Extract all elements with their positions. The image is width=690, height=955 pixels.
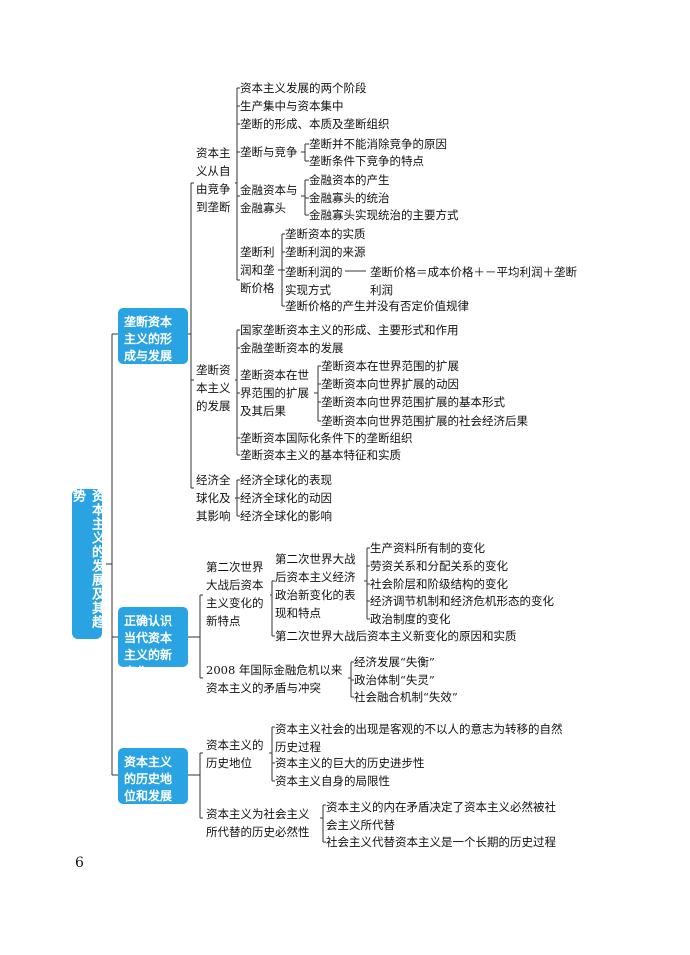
node-item: 垄断价格的产生并没有否定价值规律: [285, 299, 469, 313]
node-item: 垄断利润的实现方式: [285, 265, 343, 297]
group-label-historical-status-line2: 历史地位: [206, 756, 252, 770]
node-item: 经济调节机制和经济危机形态的变化: [370, 594, 554, 608]
node-item: 生产集中与资本集中: [240, 99, 344, 113]
group-label-free-competition-line2: 义从自: [196, 164, 231, 178]
node-item: 资本主义发展的两个阶段: [240, 81, 367, 95]
node-item: 金融资本的产生: [309, 173, 390, 187]
node-item: 垄断资本主义的基本特征和实质: [240, 448, 401, 462]
node-item: 金融垄断资本的发展: [240, 341, 344, 355]
group-label-free-competition-line1: 资本主: [196, 146, 231, 160]
group-label-inevitability-line1: 资本主义为社会主义: [206, 807, 310, 821]
group-label-postwar-line3: 主义变化的: [206, 596, 264, 610]
node-item: 政治体制“失灵”: [354, 673, 435, 687]
node-item: 生产资料所有制的变化: [370, 541, 485, 555]
group-label-postwar-line1: 第二次世界: [206, 560, 264, 574]
section-box-monopoly-capitalism: 垄断资本主义的形成与发展: [118, 308, 188, 364]
node-item: 劳资关系和分配关系的变化: [370, 559, 508, 573]
node-item: 资本主义的内在矛盾决定了资本主义必然被社会主义所代替: [326, 800, 556, 832]
node-item: 第二次世界大战后资本主义新变化的原因和实质: [275, 629, 517, 643]
node-item: 社会融合机制“失效”: [354, 690, 458, 704]
node-world-expansion: 垄断资本在世界范围的扩展及其后果: [240, 368, 309, 418]
group-label-free-competition-line3: 由竞争: [196, 182, 231, 196]
node-item: 国家垄断资本主义的形成、主要形式和作用: [240, 323, 459, 337]
node-item: 垄断资本向世界扩展的动因: [321, 377, 459, 391]
node-monopoly-profit: 垄断利润和垄断价格: [240, 245, 275, 295]
group-label-globalization-line2: 球化及: [196, 491, 231, 505]
page-number: 6: [75, 855, 84, 871]
group-label-postwar-line4: 新特点: [206, 614, 241, 628]
group-label-postwar-line2: 大战后资本: [206, 578, 264, 592]
node-item: 社会阶层和阶级结构的变化: [370, 577, 508, 591]
node-item: 社会主义代替资本主义是一个长期的历史过程: [326, 835, 556, 849]
node-item: 垄断条件下竞争的特点: [309, 154, 424, 168]
node-monopoly-competition: 垄断与竞争: [240, 145, 298, 159]
root-node: 资本主义的发展及其趋势: [70, 489, 104, 639]
node-item: 经济全球化的动因: [240, 491, 332, 505]
section-box-historical-status: 资本主义的历史地位和发展趋势: [118, 748, 188, 820]
group-label-monopoly-development-line1: 垄断资: [196, 363, 231, 377]
group-label-globalization-line1: 经济全: [196, 473, 231, 487]
group-label-inevitability-line2: 所代替的历史必然性: [206, 825, 310, 839]
node-item: 金融寡头的统治: [309, 191, 390, 205]
section-box-contemporary-capitalism: 正确认识当代资本主义的新变化: [118, 607, 188, 679]
group-label-historical-status-line1: 资本主义的: [206, 738, 264, 752]
node-item: 垄断利润的来源: [285, 245, 366, 259]
node-item: 经济发展“失衡”: [354, 655, 435, 669]
node-item: 垄断资本在世界范围的扩展: [321, 359, 459, 373]
node-item: 垄断资本的实质: [285, 227, 366, 241]
node-postwar-changes: 第二次世界大战后资本主义经济政治新变化的表现和特点: [275, 552, 356, 620]
node-item: 经济全球化的表现: [240, 473, 332, 487]
group-label-monopoly-development-line2: 本主义: [196, 381, 231, 395]
node-item: 垄断的形成、本质及垄断组织: [240, 117, 390, 131]
group-label-2008-crisis-line2: 资本主义的矛盾与冲突: [206, 681, 321, 695]
group-label-2008-crisis-line1: 2008 年国际金融危机以来: [206, 663, 343, 677]
node-item: 经济全球化的影响: [240, 509, 332, 523]
node-formula: 垄断价格＝成本价格＋－平均利润＋垄断利润: [370, 265, 577, 297]
group-label-monopoly-development-line3: 的发展: [196, 399, 231, 413]
node-item: 垄断资本向世界范围扩展的基本形式: [321, 395, 505, 409]
node-item: 资本主义自身的局限性: [275, 774, 390, 788]
node-item: 垄断并不能消除竞争的原因: [309, 137, 447, 151]
node-finance-capital: 金融资本与金融寡头: [240, 183, 298, 215]
node-item: 资本主义的巨大的历史进步性: [275, 756, 425, 770]
node-item: 资本主义社会的出现是客观的不以人的意志为转移的自然历史过程: [275, 722, 563, 754]
node-item: 政治制度的变化: [370, 612, 451, 626]
group-label-globalization-line3: 其影响: [196, 509, 231, 523]
group-label-free-competition-line4: 到垄断: [196, 200, 231, 214]
node-item: 垄断资本国际化条件下的垄断组织: [240, 431, 413, 445]
node-item: 垄断资本向世界范围扩展的社会经济后果: [321, 414, 528, 428]
node-item: 金融寡头实现统治的主要方式: [309, 208, 459, 222]
